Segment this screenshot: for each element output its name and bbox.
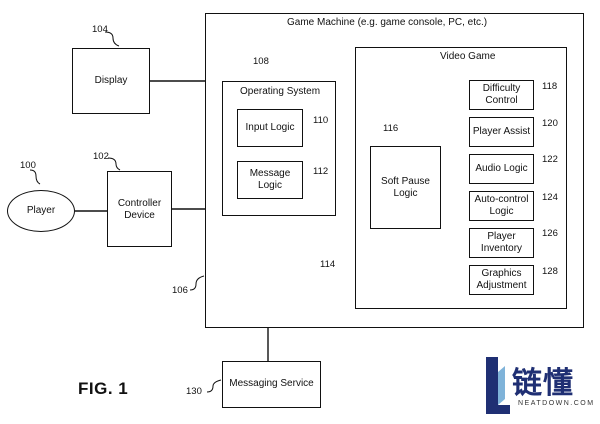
display-label: Display — [94, 75, 128, 86]
messaging-service-label: Messaging Service — [229, 378, 314, 389]
controller-device-box — [107, 171, 172, 247]
ref-124: 124 — [542, 192, 558, 203]
difficulty-control-label: Difficulty Control — [482, 83, 521, 106]
player-assist-label: Player Assist — [472, 126, 531, 137]
soft-pause-logic-box — [370, 146, 441, 229]
ref-110: 110 — [313, 115, 329, 126]
ref-108: 108 — [253, 56, 269, 67]
graphics-adjustment-label: Graphics Adjustment — [476, 268, 527, 291]
ref-126: 126 — [542, 228, 558, 239]
ref-100: 100 — [20, 160, 36, 171]
input-logic-box — [237, 109, 303, 147]
ref-106: 106 — [172, 285, 188, 296]
watermark-logo — [486, 357, 510, 414]
operating-system-label: Operating System — [240, 86, 321, 97]
audio-logic-box — [469, 154, 534, 184]
watermark-subtext: NEATDOWN.COM — [518, 400, 595, 407]
leader-100 — [29, 169, 41, 185]
ref-112: 112 — [313, 166, 329, 177]
ref-118: 118 — [542, 81, 558, 92]
messaging-service-box — [222, 361, 321, 408]
message-logic-label: Message Logic — [249, 168, 291, 191]
player-inventory-box — [469, 228, 534, 258]
player-node — [7, 190, 75, 232]
ref-120: 120 — [542, 118, 558, 129]
ref-116: 116 — [383, 123, 399, 134]
difficulty-control-box — [469, 80, 534, 110]
ref-122: 122 — [542, 154, 558, 165]
ref-102: 102 — [93, 151, 109, 162]
ref-114: 114 — [320, 259, 336, 270]
video-game-label: Video Game — [440, 51, 496, 62]
controller-device-label: Controller Device — [117, 198, 162, 221]
auto-control-logic-label: Auto-control Logic — [474, 194, 529, 217]
ref-128: 128 — [542, 266, 558, 277]
figure-label: FIG. 1 — [78, 379, 129, 398]
auto-control-logic-box — [469, 191, 534, 221]
soft-pause-logic-label: Soft Pause Logic — [381, 176, 430, 199]
player-assist-box — [469, 117, 534, 147]
graphics-adjustment-box — [469, 265, 534, 295]
input-logic-label: Input Logic — [245, 122, 295, 133]
player-inventory-label: Player Inventory — [480, 231, 523, 254]
audio-logic-label: Audio Logic — [475, 163, 528, 174]
leader-106 — [189, 275, 205, 291]
ref-104: 104 — [92, 24, 108, 35]
leader-104 — [104, 31, 120, 47]
message-logic-box — [237, 161, 303, 199]
player-label: Player — [26, 205, 56, 216]
game-machine-label: Game Machine (e.g. game console, PC, etc… — [287, 17, 488, 28]
leader-102 — [107, 157, 121, 171]
leader-130 — [206, 379, 222, 393]
watermark-text: 链懂 — [512, 366, 574, 401]
ref-130: 130 — [186, 386, 202, 397]
display-box — [72, 48, 150, 114]
